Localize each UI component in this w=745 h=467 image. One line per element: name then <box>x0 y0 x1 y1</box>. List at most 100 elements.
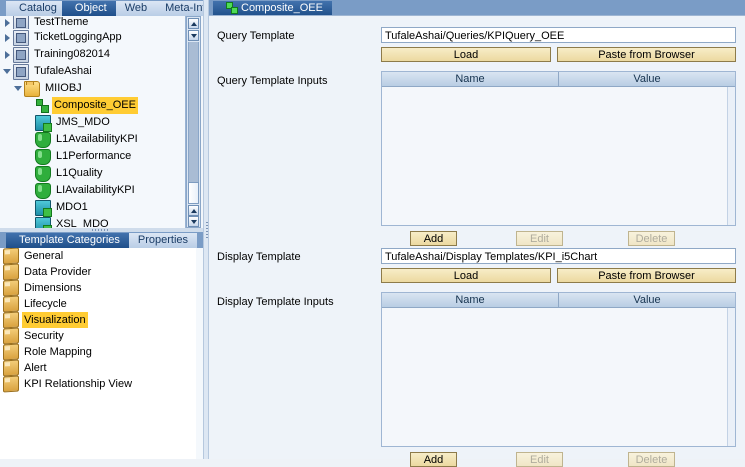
tree-item[interactable]: MIIOBJ <box>0 80 185 97</box>
tree-item[interactable]: TicketLoggingApp <box>0 29 185 46</box>
tree-item[interactable]: XSL_MDO <box>0 216 185 228</box>
tree-twisty-open-icon[interactable] <box>2 63 13 80</box>
category-item-label: Lifecycle <box>24 298 67 310</box>
tab-label: Properties <box>137 234 189 246</box>
cube-icon <box>3 343 19 361</box>
category-item[interactable]: General <box>0 248 196 265</box>
categories-tabs: Template Categories Properties <box>0 232 203 248</box>
horizontal-splitter[interactable] <box>0 228 203 232</box>
tree-scroll-up-button-bottom[interactable] <box>188 205 199 216</box>
tree-twisty-closed-icon[interactable] <box>2 16 13 29</box>
tree-twisty-none <box>24 97 35 114</box>
tree-item[interactable]: LIAvailabilityKPI <box>0 182 185 199</box>
node-icon <box>13 29 29 46</box>
shield-icon <box>35 165 51 182</box>
tree-scrollbar[interactable] <box>186 16 201 228</box>
query-grid-body[interactable] <box>382 87 735 225</box>
tree-twisty-none <box>24 199 35 216</box>
tree-item-label: Training082014 <box>34 48 111 60</box>
query-grid-scrollbar[interactable] <box>727 87 735 225</box>
tree-scroll-down-button[interactable] <box>188 30 199 41</box>
display-grid-header-value[interactable]: Value <box>559 293 735 308</box>
category-item[interactable]: Role Mapping <box>0 343 196 361</box>
cube-icon <box>3 359 19 377</box>
mdo-icon <box>35 114 52 132</box>
tree-item[interactable]: L1Performance <box>0 148 185 165</box>
query-add-button[interactable]: Add <box>410 231 457 246</box>
tree-item[interactable]: Composite_OEE <box>0 97 185 114</box>
query-paste-from-browser-button[interactable]: Paste from Browser <box>557 47 736 62</box>
folder-icon <box>24 80 40 97</box>
category-item[interactable]: Visualization <box>0 311 196 329</box>
object-browser-tabstrip: Catalog Object Web Meta-Inf <box>0 0 203 16</box>
tree-twisty-closed-icon[interactable] <box>2 46 13 63</box>
node-icon <box>13 16 29 29</box>
tab-label: Object <box>74 2 107 14</box>
display-paste-from-browser-button[interactable]: Paste from Browser <box>557 268 736 283</box>
mdo-icon <box>35 216 52 228</box>
tree-scroll-thumb[interactable] <box>188 182 199 204</box>
cube-icon <box>3 375 19 393</box>
query-grid-header-value[interactable]: Value <box>559 72 735 87</box>
query-grid-header-name[interactable]: Name <box>382 72 559 87</box>
query-delete-button: Delete <box>628 231 675 246</box>
query-grid-header: Name Value <box>382 72 735 87</box>
tree-item[interactable]: Training082014 <box>0 46 185 63</box>
category-item[interactable]: Security <box>0 327 196 345</box>
category-item[interactable]: Alert <box>0 359 196 377</box>
shield-icon <box>35 148 51 165</box>
tree-twisty-open-icon[interactable] <box>13 80 24 97</box>
display-add-button[interactable]: Add <box>410 452 457 467</box>
tab-catalog[interactable]: Catalog <box>6 1 66 16</box>
category-item[interactable]: Dimensions <box>0 279 196 297</box>
tab-template-categories[interactable]: Template Categories <box>6 233 129 248</box>
cube-icon <box>3 248 19 265</box>
tree-item-label: TicketLoggingApp <box>34 31 122 43</box>
category-item-label: General <box>24 250 64 262</box>
tree-item-label: JMS_MDO <box>56 116 110 128</box>
tree-item-label: TestTheme <box>34 16 89 28</box>
category-item[interactable]: Lifecycle <box>0 295 196 313</box>
display-grid-header-name[interactable]: Name <box>382 293 559 308</box>
tab-meta-inf[interactable]: Meta-Inf <box>152 1 203 16</box>
editor-body: Query Template TufaleAshai/Queries/KPIQu… <box>209 15 745 467</box>
shield-icon <box>35 182 51 199</box>
category-item[interactable]: Data Provider <box>0 263 196 281</box>
cube-icon <box>3 263 19 281</box>
editor-tabs: Composite_OEE <box>209 0 745 15</box>
display-grid-body[interactable] <box>382 308 735 446</box>
tree-item[interactable]: TestTheme <box>0 16 185 29</box>
tab-composite-oee[interactable]: Composite_OEE <box>213 1 332 15</box>
query-load-button[interactable]: Load <box>381 47 551 62</box>
tree-twisty-none <box>24 182 35 199</box>
tree-scroll-down-button-bottom[interactable] <box>188 216 199 227</box>
tree-item[interactable]: L1AvailabilityKPI <box>0 131 185 148</box>
category-item[interactable]: KPI Relationship View <box>0 375 196 393</box>
query-template-input[interactable]: TufaleAshai/Queries/KPIQuery_OEE <box>381 27 736 43</box>
tab-object[interactable]: Object <box>61 1 116 16</box>
tab-label: Web <box>124 2 148 14</box>
tree-item[interactable]: JMS_MDO <box>0 114 185 132</box>
tab-web[interactable]: Web <box>111 1 157 16</box>
tree-item[interactable]: TufaleAshai <box>0 63 185 80</box>
tab-label: Catalog <box>19 2 57 14</box>
display-load-button[interactable]: Load <box>381 268 551 283</box>
tab-properties[interactable]: Properties <box>124 233 198 248</box>
display-template-inputs-label: Display Template Inputs <box>217 296 334 308</box>
tree-twisty-none <box>24 148 35 165</box>
vertical-splitter[interactable] <box>203 0 209 459</box>
display-template-input[interactable]: TufaleAshai/Display Templates/KPI_i5Char… <box>381 248 736 264</box>
editor-panel: Composite_OEE Query Template TufaleAshai… <box>209 0 745 467</box>
tree-item[interactable]: L1Quality <box>0 165 185 182</box>
tree-twisty-closed-icon[interactable] <box>2 29 13 46</box>
display-edit-button: Edit <box>516 452 563 467</box>
editor-tabstrip: Composite_OEE <box>209 0 745 15</box>
display-grid-scrollbar[interactable] <box>727 308 735 446</box>
category-item-label: Security <box>24 330 64 342</box>
tree-twisty-none <box>24 216 35 228</box>
tree-scroll-track[interactable] <box>188 42 199 182</box>
tree-item[interactable]: MDO1 <box>0 199 185 217</box>
tree-scroll-up-button[interactable] <box>188 18 199 29</box>
